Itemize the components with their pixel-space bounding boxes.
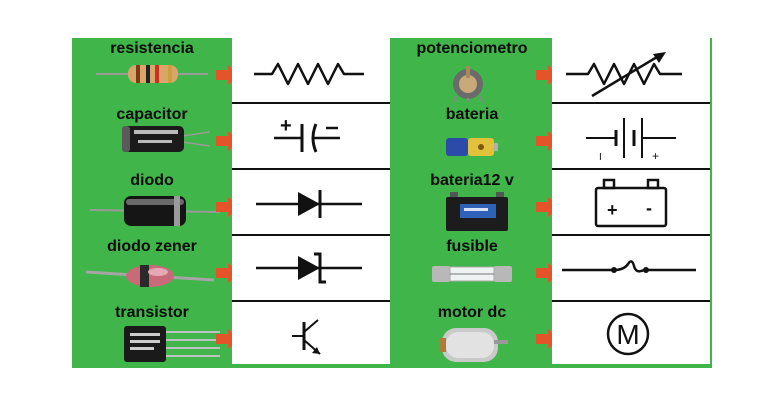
component-label: diodo	[130, 172, 174, 189]
symbol-box	[552, 38, 710, 104]
motor-symbol-icon: M	[606, 312, 650, 356]
component-label: transistor	[115, 304, 189, 321]
car-battery-symbol-icon: + -	[594, 178, 668, 228]
row-capacitor: capacitor +	[72, 104, 392, 170]
row-potenciometro: potenciometro	[392, 38, 712, 104]
symbol-box: +	[232, 104, 390, 170]
resistor-photo-icon	[96, 65, 208, 83]
symbol-box: M	[552, 302, 710, 364]
right-column: potenciometro bateria	[392, 38, 712, 368]
battery-photo-icon	[446, 138, 498, 156]
resistor-symbol-icon	[254, 62, 364, 86]
transistor-symbol-icon	[292, 319, 321, 355]
potentiometer-symbol-icon	[566, 52, 682, 98]
battery-symbol-icon: I +	[586, 118, 676, 163]
motor-photo-icon	[440, 328, 508, 362]
battery-minus-mark: I	[599, 152, 602, 163]
fuse-symbol-icon	[562, 260, 696, 273]
row-motor-dc: motor dc M	[392, 302, 712, 368]
row-resistencia: resistencia	[72, 38, 392, 104]
capacitor-plus-sign: +	[280, 115, 292, 137]
component-label: diodo zener	[107, 238, 197, 255]
row-bateria12v: bateria12 v + -	[392, 170, 712, 236]
row-diodo: diodo	[72, 170, 392, 236]
potentiometer-photo-icon	[453, 66, 483, 102]
capacitor-photo-icon	[122, 126, 210, 152]
component-label: bateria	[445, 106, 499, 123]
component-label: resistencia	[110, 40, 194, 57]
row-bateria: bateria I +	[392, 104, 712, 170]
capacitor-symbol-icon: +	[274, 115, 340, 153]
car-battery-minus: -	[646, 198, 652, 218]
left-column: resistencia capacitor	[72, 38, 392, 368]
row-transistor: transistor	[72, 302, 392, 368]
symbol-box: I +	[552, 104, 710, 170]
components-board: resistencia capacitor	[72, 38, 712, 368]
symbol-box	[232, 38, 390, 104]
component-label: bateria12 v	[430, 172, 514, 189]
zener-photo-icon	[86, 265, 214, 287]
car-battery-photo-icon	[446, 192, 508, 231]
component-label: capacitor	[116, 106, 188, 123]
diode-symbol-icon	[256, 190, 362, 218]
symbol-box: + -	[552, 170, 710, 236]
component-label: potenciometro	[416, 40, 528, 57]
fuse-photo-icon	[432, 266, 512, 282]
symbol-box	[232, 236, 390, 302]
zener-symbol-icon	[256, 252, 362, 284]
car-battery-plus: +	[607, 200, 618, 220]
symbol-box	[552, 236, 710, 302]
battery-plus-mark: +	[652, 149, 659, 163]
row-diodo-zener: diodo zener	[72, 236, 392, 302]
transistor-photo-icon	[124, 326, 220, 362]
component-label: motor dc	[437, 304, 507, 321]
diode-photo-icon	[90, 196, 220, 226]
motor-letter: M	[616, 319, 639, 350]
symbol-box	[232, 302, 390, 364]
component-label: fusible	[446, 238, 498, 255]
symbol-box	[232, 170, 390, 236]
row-fusible: fusible	[392, 236, 712, 302]
